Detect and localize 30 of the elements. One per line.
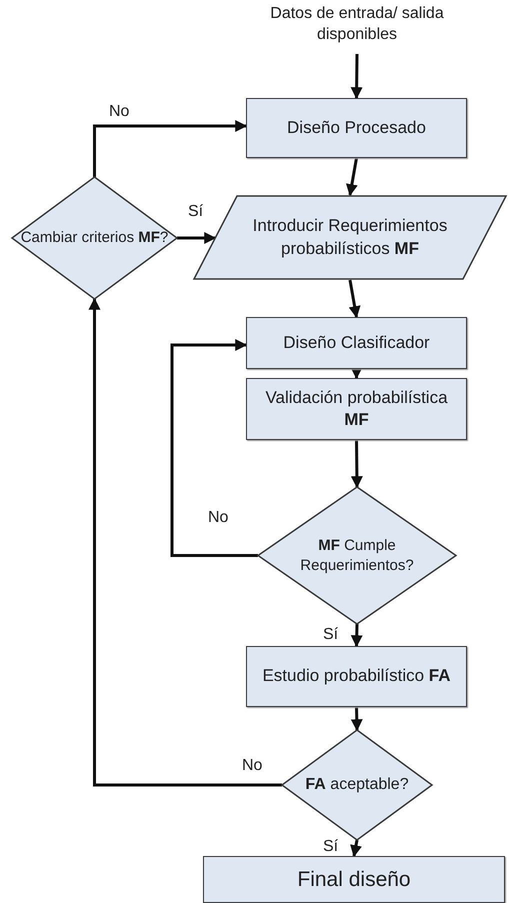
node-text: Final diseño — [296, 866, 412, 893]
node-text: Estudio probabilístico FA — [261, 665, 452, 688]
process-box — [246, 378, 467, 440]
node-text: Introducir Requerimientos probabilísticos MF — [252, 215, 448, 260]
arrow — [88, 298, 282, 786]
arrow — [170, 339, 258, 557]
input-text: Datos de entrada/ salida disponibles — [270, 4, 444, 46]
node-text: Validación probabilística MF — [264, 386, 449, 431]
node-text: FA aceptable? — [304, 774, 410, 795]
node-text: MF Cumple Requerimientos? — [299, 536, 415, 575]
arrow — [350, 624, 363, 648]
arrow — [350, 840, 362, 858]
arrow — [350, 440, 363, 488]
arrow — [350, 367, 362, 380]
arrow — [348, 280, 361, 318]
arrow — [350, 706, 363, 732]
arrow — [350, 54, 363, 100]
process-box — [246, 317, 467, 369]
decision-diamond — [282, 730, 432, 840]
arrow — [93, 120, 248, 177]
process-box — [246, 98, 467, 158]
process-box — [203, 856, 505, 903]
decision-diamond — [12, 177, 177, 299]
node-text: Cambiar criterios MF? — [20, 228, 170, 248]
node-text: Diseño Procesado — [286, 116, 427, 139]
decision-diamond — [258, 487, 456, 624]
node-text: Diseño Clasificador — [282, 332, 431, 354]
process-box — [246, 646, 467, 707]
arrow — [177, 232, 216, 244]
arrow — [346, 158, 358, 196]
